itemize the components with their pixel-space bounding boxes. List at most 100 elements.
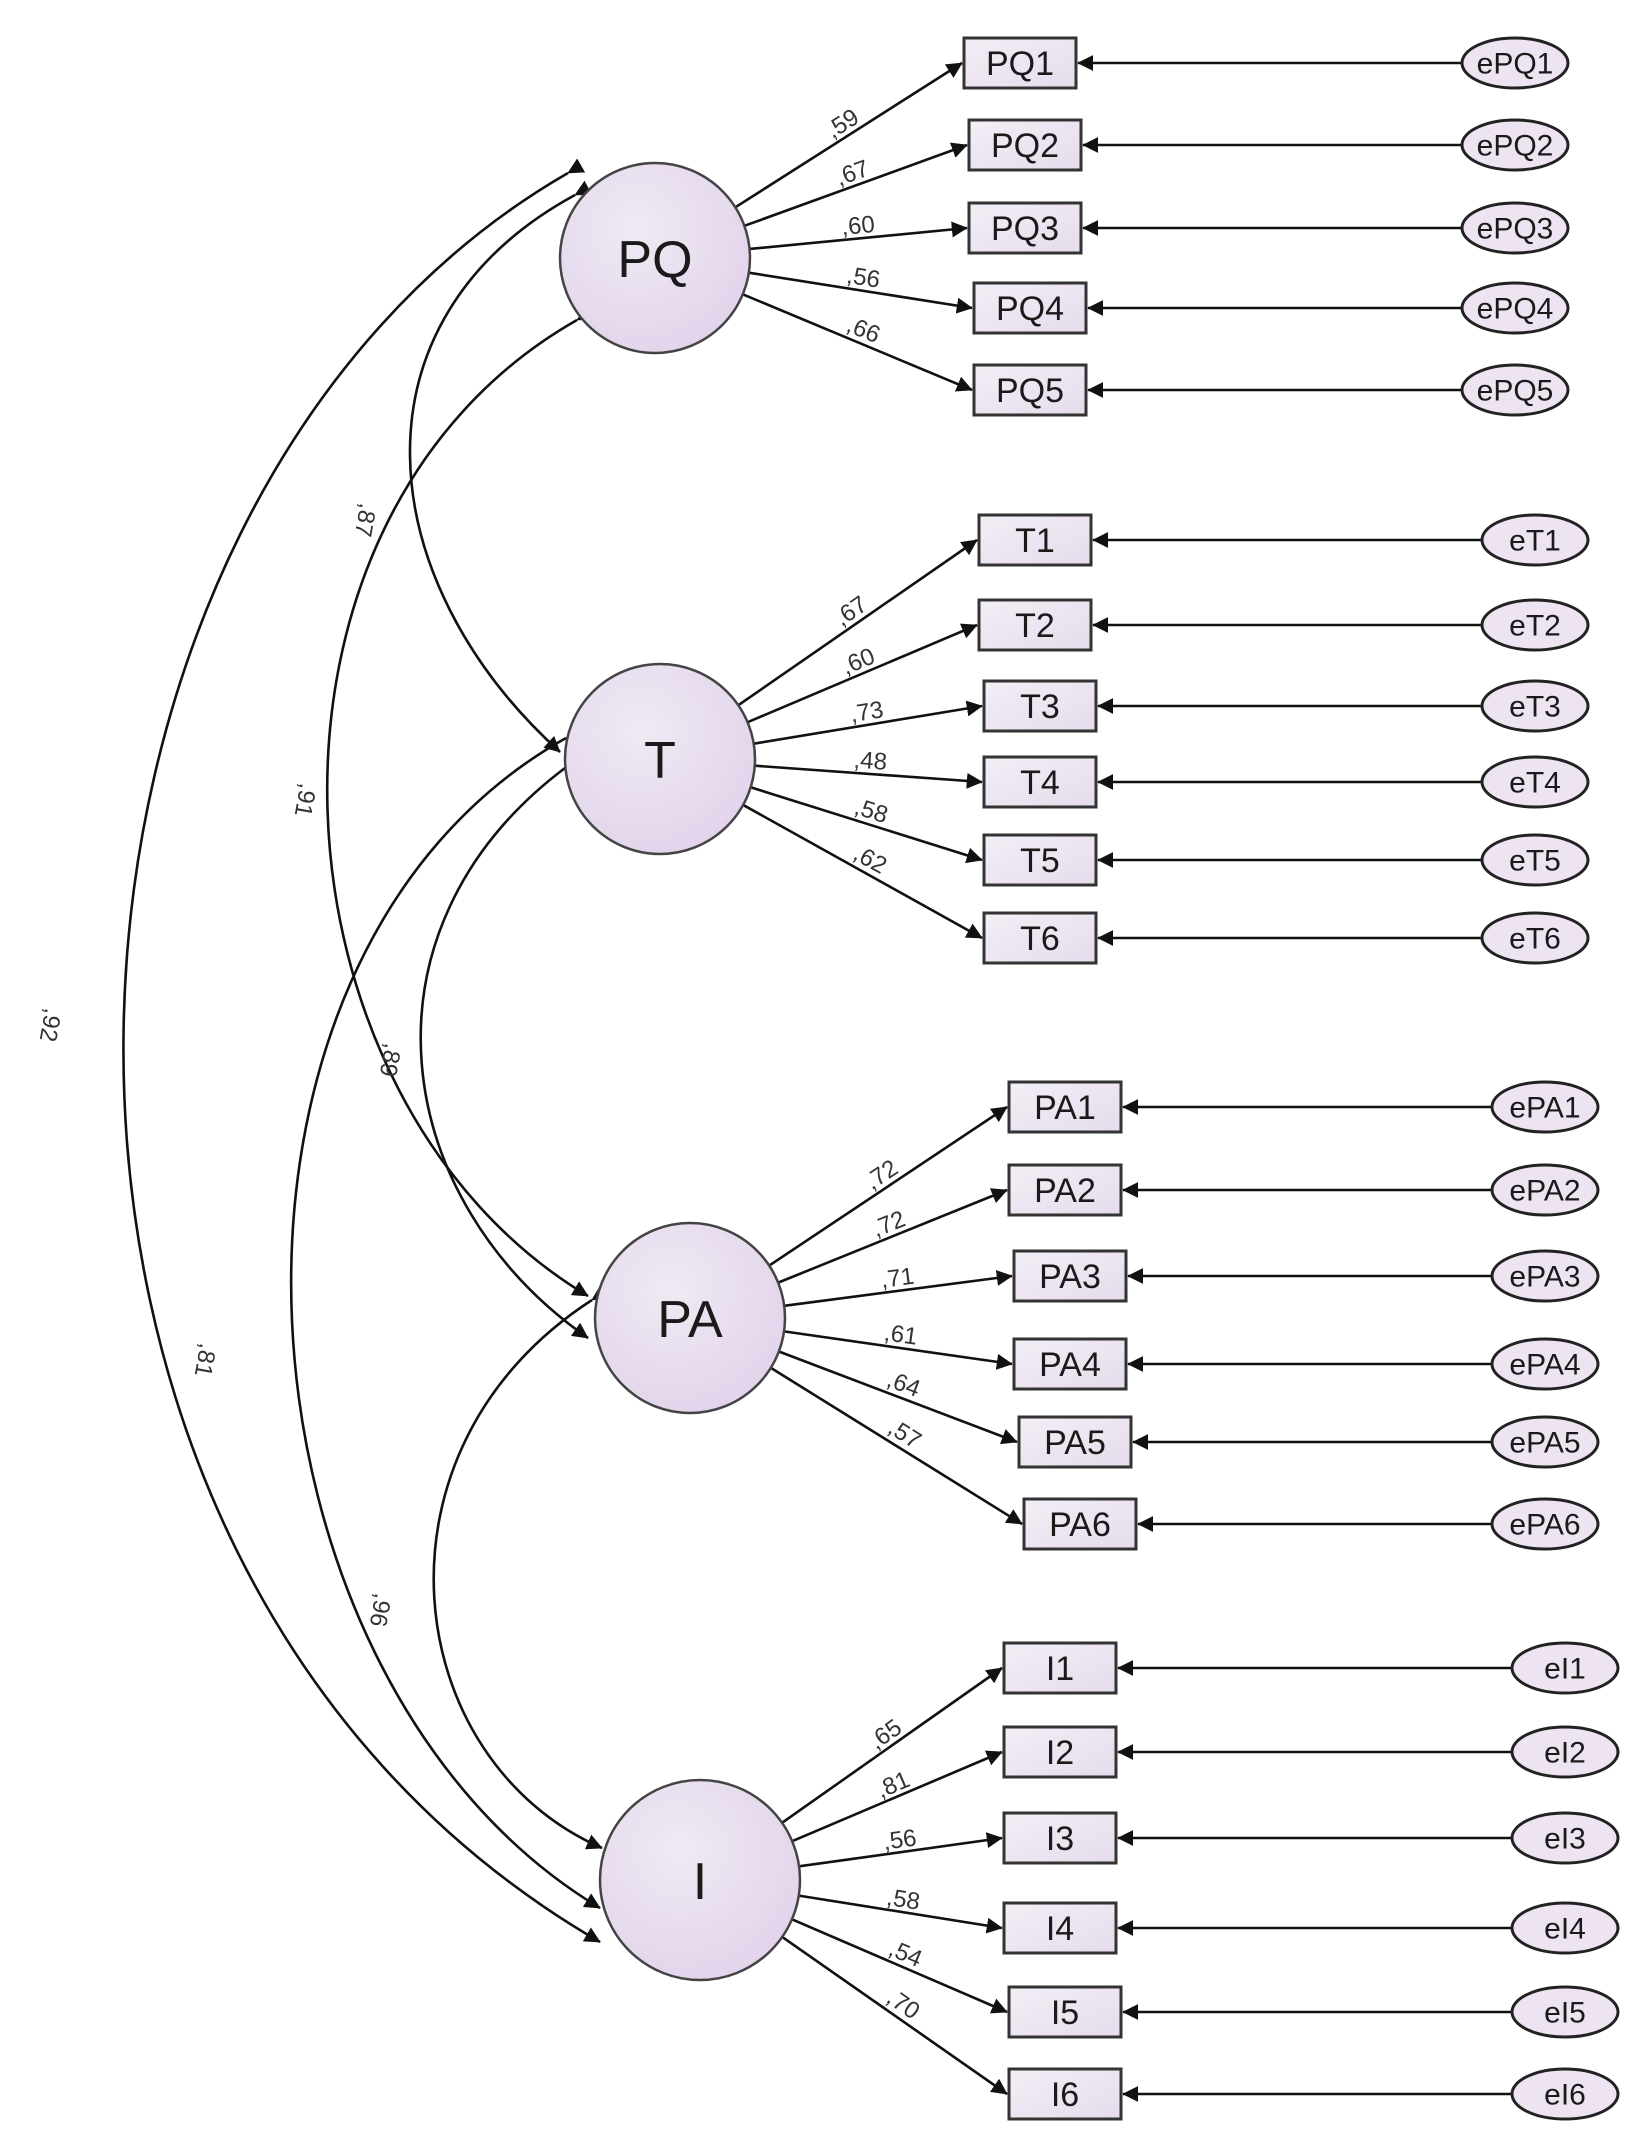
indicator-i4 bbox=[1002, 1901, 1118, 1955]
error-label-t5: eT5 bbox=[1509, 845, 1561, 878]
error-label-pa6: ePA6 bbox=[1509, 1509, 1580, 1542]
error-term-pa4 bbox=[1490, 1337, 1600, 1391]
loading-value-t5: ,58 bbox=[851, 793, 891, 829]
indicator-i2 bbox=[1002, 1725, 1118, 1779]
loading-path-t2 bbox=[747, 623, 978, 724]
error-term-pq3 bbox=[1460, 201, 1570, 255]
indicator-label-t4: T4 bbox=[1020, 764, 1060, 802]
loading-value-t1: ,67 bbox=[830, 591, 873, 632]
error-label-i4: eI4 bbox=[1544, 1913, 1586, 1946]
loading-value-pq5: ,66 bbox=[843, 311, 884, 349]
loading-path-pa6 bbox=[770, 1366, 1023, 1526]
indicator-pa3 bbox=[1012, 1249, 1128, 1303]
error-label-pq2: ePQ2 bbox=[1477, 130, 1554, 163]
error-term-pa6 bbox=[1490, 1497, 1600, 1551]
error-term-t4 bbox=[1480, 755, 1590, 809]
covariance-pa-i bbox=[432, 1285, 610, 1850]
error-label-pa1: ePA1 bbox=[1509, 1092, 1580, 1125]
loading-value-i3: ,56 bbox=[881, 1824, 918, 1855]
error-label-t1: eT1 bbox=[1509, 525, 1561, 558]
loading-path-t4 bbox=[754, 764, 983, 789]
loading-path-t3 bbox=[753, 700, 983, 745]
loading-value-t4: ,48 bbox=[853, 747, 888, 776]
error-label-t6: eT6 bbox=[1509, 923, 1561, 956]
error-term-t1 bbox=[1480, 513, 1590, 567]
indicator-pa1 bbox=[1007, 1080, 1123, 1134]
error-term-pa1 bbox=[1490, 1080, 1600, 1134]
error-label-t3: eT3 bbox=[1509, 691, 1561, 724]
covariance-value-t-pa: ,89 bbox=[374, 1041, 406, 1079]
error-label-t2: eT2 bbox=[1509, 610, 1561, 643]
loading-path-pq1 bbox=[734, 61, 963, 209]
loading-path-t5 bbox=[750, 786, 983, 864]
loading-path-pq4 bbox=[748, 271, 973, 314]
indicator-label-pa1: PA1 bbox=[1034, 1089, 1096, 1127]
indicator-label-i5: I5 bbox=[1051, 1994, 1079, 2032]
loading-path-i3 bbox=[798, 1832, 1003, 1868]
loading-path-pa2 bbox=[777, 1188, 1008, 1284]
indicator-label-pq3: PQ3 bbox=[991, 210, 1059, 248]
error-term-pa3 bbox=[1490, 1249, 1600, 1303]
covariance-value-pq-i: ,92 bbox=[34, 1006, 66, 1044]
error-label-pa5: ePA5 bbox=[1509, 1427, 1580, 1460]
loading-path-i4 bbox=[798, 1894, 1003, 1934]
loading-value-i2: ,81 bbox=[873, 1766, 914, 1804]
latent-pa bbox=[593, 1221, 787, 1415]
indicator-label-pq2: PQ2 bbox=[991, 127, 1059, 165]
error-term-i6 bbox=[1510, 2067, 1620, 2121]
indicator-label-t6: T6 bbox=[1020, 920, 1060, 958]
indicator-t2 bbox=[977, 598, 1093, 652]
error-term-t3 bbox=[1480, 679, 1590, 733]
error-term-pa2 bbox=[1490, 1163, 1600, 1217]
indicator-label-pa3: PA3 bbox=[1039, 1258, 1101, 1296]
loading-value-pq1: ,59 bbox=[821, 104, 864, 145]
loading-path-pq3 bbox=[749, 221, 968, 251]
error-label-pq4: ePQ4 bbox=[1477, 293, 1554, 326]
error-term-pq2 bbox=[1460, 118, 1570, 172]
loading-value-i1: ,65 bbox=[864, 1714, 907, 1755]
loading-value-i5: ,54 bbox=[885, 1935, 926, 1973]
indicator-t3 bbox=[982, 679, 1098, 733]
error-term-pq5 bbox=[1460, 363, 1570, 417]
indicator-t4 bbox=[982, 755, 1098, 809]
loading-path-t1 bbox=[737, 538, 978, 707]
indicator-label-i3: I3 bbox=[1046, 1820, 1074, 1858]
loading-value-t6: ,62 bbox=[849, 840, 891, 880]
error-term-pq4 bbox=[1460, 281, 1570, 335]
latent-t bbox=[563, 662, 757, 856]
indicator-label-i2: I2 bbox=[1046, 1734, 1074, 1772]
indicator-i3 bbox=[1002, 1811, 1118, 1865]
covariance-value-t-i: ,81 bbox=[189, 1341, 221, 1379]
error-label-pq3: ePQ3 bbox=[1477, 213, 1554, 246]
error-label-pa3: ePA3 bbox=[1509, 1261, 1580, 1294]
error-term-i2 bbox=[1510, 1725, 1620, 1779]
indicator-t6 bbox=[982, 911, 1098, 965]
latent-i bbox=[598, 1778, 802, 1982]
indicator-label-t3: T3 bbox=[1020, 688, 1060, 726]
loading-path-i5 bbox=[791, 1918, 1008, 2014]
latent-label-i: I bbox=[693, 1853, 707, 1911]
error-term-i5 bbox=[1510, 1985, 1620, 2039]
loading-path-t6 bbox=[742, 803, 983, 940]
loading-value-pa2: ,72 bbox=[868, 1205, 909, 1242]
loading-path-pa3 bbox=[784, 1270, 1013, 1308]
loading-value-pa1: ,72 bbox=[860, 1155, 903, 1196]
loading-value-pq3: ,60 bbox=[840, 211, 876, 241]
loading-value-pa6: ,57 bbox=[883, 1414, 926, 1455]
covariance-t-pa bbox=[419, 752, 589, 1340]
indicator-label-pq1: PQ1 bbox=[986, 45, 1054, 83]
loading-value-pa3: ,71 bbox=[879, 1263, 916, 1294]
indicator-pq5 bbox=[972, 363, 1088, 417]
covariance-t-i bbox=[289, 723, 601, 1910]
error-term-t5 bbox=[1480, 833, 1590, 887]
indicator-pa2 bbox=[1007, 1163, 1123, 1217]
latent-label-t: T bbox=[644, 732, 676, 790]
loading-value-pq4: ,56 bbox=[845, 262, 882, 294]
indicator-label-pa2: PA2 bbox=[1034, 1172, 1096, 1210]
error-label-i5: eI5 bbox=[1544, 1997, 1586, 2030]
indicator-pa5 bbox=[1017, 1415, 1133, 1469]
covariance-pq-t bbox=[408, 180, 593, 753]
loading-path-i1 bbox=[781, 1666, 1003, 1824]
